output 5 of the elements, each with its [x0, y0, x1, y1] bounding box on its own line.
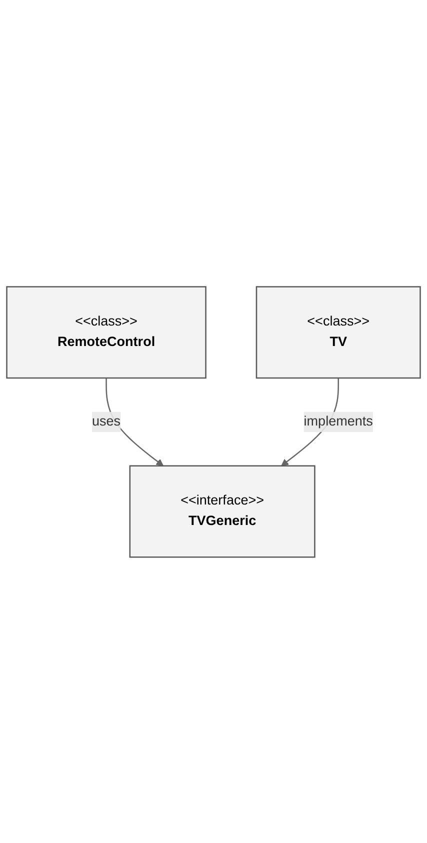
edge-label: uses: [92, 414, 121, 428]
node-box: <<class>> TV: [256, 286, 421, 378]
node-box: <<class>> RemoteControl: [6, 286, 206, 378]
node-box: <<interface>> TVGeneric: [129, 464, 316, 558]
edge-label: implements: [304, 414, 373, 428]
